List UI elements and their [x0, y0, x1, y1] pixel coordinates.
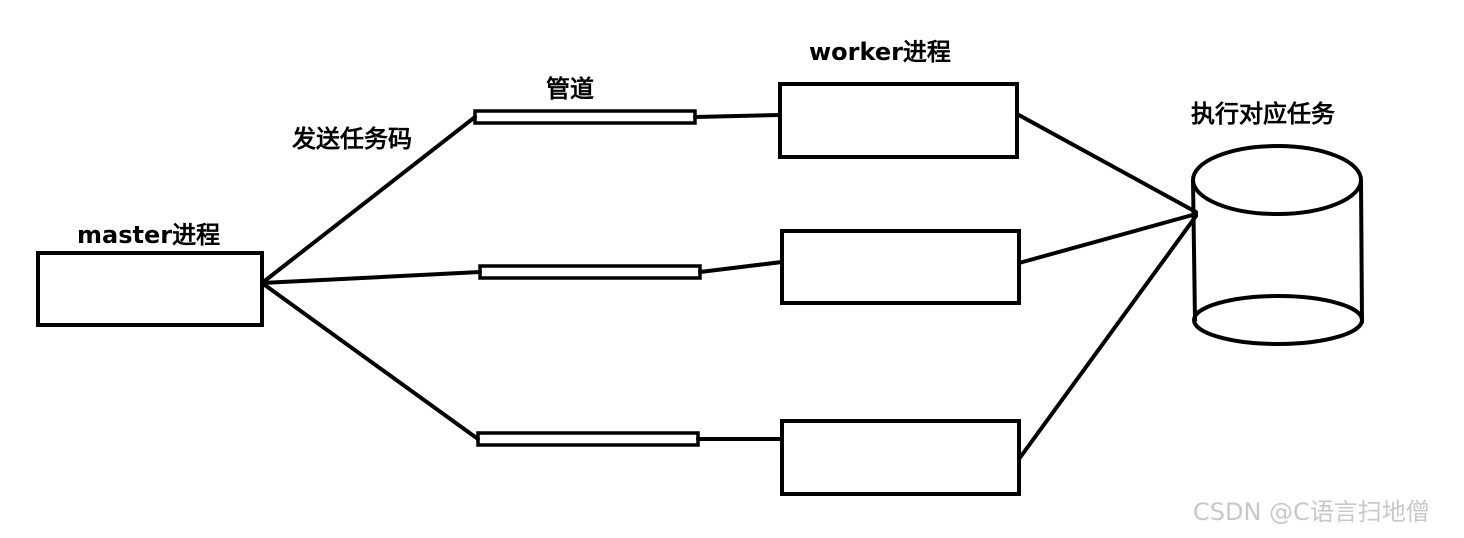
worker-process-label: worker进程: [809, 38, 951, 66]
link-master-pipe-3: [260, 281, 480, 441]
pipe-1: [473, 109, 697, 125]
link-worker-3-task: [1017, 214, 1198, 461]
worker-process-box-1: [778, 82, 1019, 159]
link-master-pipe-1: [260, 115, 477, 285]
pipe-label: 管道: [546, 75, 594, 103]
master-process-box: [36, 251, 264, 327]
worker-process-box-3: [780, 419, 1021, 496]
task-cylinder-right-side: [1359, 178, 1364, 324]
task-cylinder-bottom: [1192, 294, 1364, 346]
link-worker-2-task: [1017, 212, 1198, 265]
watermark: CSDN @C语言扫地僧: [1193, 498, 1430, 526]
master-process-label: master进程: [77, 221, 221, 249]
execute-task-label: 执行对应任务: [1191, 100, 1335, 128]
task-cylinder-left-side: [1191, 178, 1197, 322]
link-pipe-2-worker-2: [698, 260, 784, 274]
task-cylinder: [1191, 144, 1364, 346]
link-master-pipe-2: [260, 270, 482, 285]
link-worker-1-task: [1015, 112, 1198, 214]
send-task-code-label: 发送任务码: [292, 125, 412, 153]
task-cylinder-top: [1191, 144, 1363, 216]
pipe-3: [476, 431, 700, 447]
link-pipe-1-worker-1: [693, 113, 782, 119]
pipe-2: [478, 264, 702, 280]
worker-process-box-2: [780, 229, 1021, 305]
